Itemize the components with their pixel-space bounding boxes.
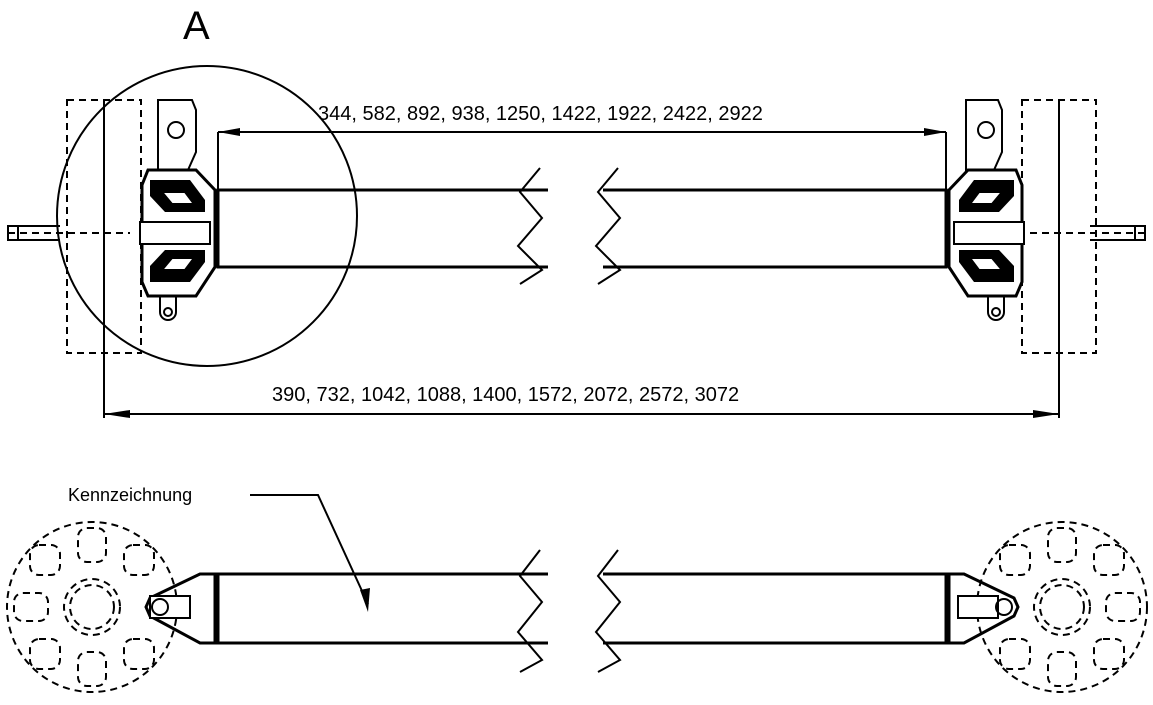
right-rosette	[976, 521, 1148, 693]
bottom-right-coupler	[947, 572, 1020, 645]
bottom-tube-left	[216, 572, 548, 645]
inner-dimension-text: 344, 582, 892, 938, 1250, 1422, 1922, 24…	[318, 103, 763, 125]
bottom-view	[6, 494, 1148, 693]
break-line-left	[516, 167, 544, 285]
ledger-tube-right	[603, 188, 948, 269]
bottom-left-coupler	[144, 572, 217, 645]
bottom-tube-right	[603, 572, 948, 645]
break-line-right	[594, 167, 622, 285]
bottom-break-left	[516, 549, 544, 673]
bottom-break-right	[594, 549, 622, 673]
outer-dimension-text: 390, 732, 1042, 1088, 1400, 1572, 2072, …	[272, 384, 740, 406]
top-view	[7, 65, 1146, 418]
ledger-tube-left	[216, 188, 548, 269]
right-coupler-head	[947, 99, 1025, 321]
detail-label: A	[183, 4, 210, 48]
inner-dimension-line	[217, 128, 947, 190]
left-coupler-head	[139, 99, 217, 321]
detail-a-circle	[56, 65, 358, 367]
marking-label: Kennzeichnung	[68, 485, 193, 505]
outer-dimension-line	[103, 353, 1060, 418]
marking-leader	[250, 494, 370, 612]
